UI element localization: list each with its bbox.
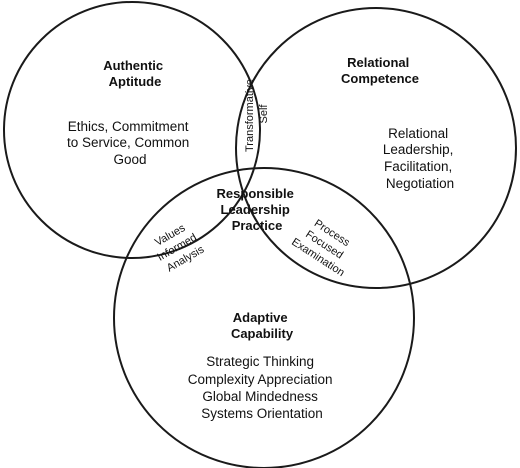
- relational-competence-description: Relational Leadership, Facilitation, Neg…: [383, 126, 457, 191]
- relational-competence-title: Relational Competence: [341, 55, 419, 86]
- authentic-aptitude-description: Ethics, Commitment to Service, Common Go…: [67, 119, 193, 167]
- circle-relational-competence: [235, 7, 517, 289]
- svg-text:Transformative Self: Transformative Self: [244, 76, 270, 152]
- circle-adaptive-capability: [113, 167, 415, 468]
- circle-authentic-aptitude: [3, 1, 261, 259]
- adaptive-capability-title: Adaptive Capability: [231, 310, 294, 341]
- adaptive-capability-description: Strategic Thinking Complexity Appreciati…: [188, 354, 337, 421]
- overlap-values-informed-analysis: Values Informed Analysis: [148, 218, 208, 276]
- overlap-process-focused-examination: Process Focused Examination: [289, 213, 362, 280]
- svg-text:Process Focused Ex: Process Focused Examination: [289, 213, 362, 280]
- svg-text:Values Informed An: Values Informed Analysis: [148, 218, 208, 276]
- authentic-aptitude-title: Authentic Aptitude: [103, 58, 167, 89]
- overlap-transformative-self: Transformative Self: [244, 76, 270, 152]
- center-responsible-leadership-practice: Responsible Leadership Practice: [217, 186, 298, 233]
